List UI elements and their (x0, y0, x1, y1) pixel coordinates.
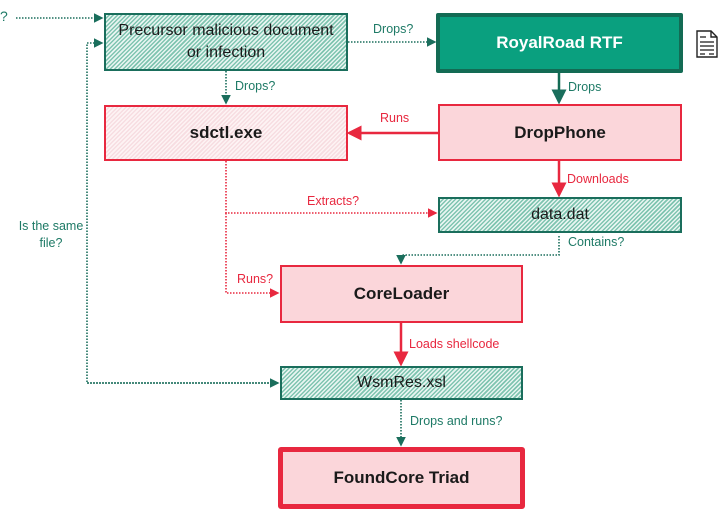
node-wsmres[interactable]: WsmRes.xsl (280, 366, 523, 400)
document-icon (696, 30, 718, 58)
node-wsmres-label: WsmRes.xsl (357, 374, 446, 391)
label-wsmres-to-foundcore: Drops and runs? (410, 414, 503, 428)
label-sdctl-to-datadat: Extracts? (307, 194, 360, 208)
edge-sdctl-to-coreloader (225, 213, 280, 298)
edge-wsmres-to-precursor (86, 38, 278, 384)
node-royalroad-label: RoyalRoad RTF (496, 33, 623, 52)
label-datadat-to-coreloader: Contains? (568, 235, 625, 249)
label-coreloader-to-wsmres: Loads shellcode (409, 337, 500, 351)
label-royalroad-to-dropphone: Drops (568, 80, 602, 94)
node-foundcore-label: FoundCore Triad (333, 468, 470, 487)
node-sdctl[interactable]: sdctl.exe (104, 105, 348, 161)
label-wsmres-to-precursor: Is the same file? (18, 219, 84, 250)
edge-datadat-to-coreloader (396, 236, 560, 265)
node-precursor-label: Precursor malicious document or infectio… (118, 22, 334, 61)
node-dropphone-label: DropPhone (514, 122, 606, 142)
label-sdctl-to-coreloader: Runs? (237, 272, 274, 286)
node-coreloader[interactable]: CoreLoader (280, 265, 523, 323)
label-unknown-source: ? (0, 8, 8, 24)
node-royalroad[interactable]: RoyalRoad RTF (436, 13, 683, 73)
label-precursor-to-sdctl: Drops? (235, 79, 276, 93)
node-dropphone[interactable]: DropPhone (438, 104, 682, 161)
node-precursor[interactable]: Precursor malicious document or infectio… (104, 13, 348, 71)
node-datadat-label: data.dat (531, 206, 589, 223)
node-datadat[interactable]: data.dat (438, 197, 682, 233)
label-precursor-to-royalroad: Drops? (373, 22, 414, 36)
label-dropphone-to-sdctl: Runs (380, 111, 410, 125)
node-coreloader-label: CoreLoader (353, 284, 450, 303)
node-foundcore[interactable]: FoundCore Triad (278, 447, 525, 509)
label-dropphone-to-datadat: Downloads (567, 172, 629, 186)
node-sdctl-label: sdctl.exe (189, 123, 263, 142)
